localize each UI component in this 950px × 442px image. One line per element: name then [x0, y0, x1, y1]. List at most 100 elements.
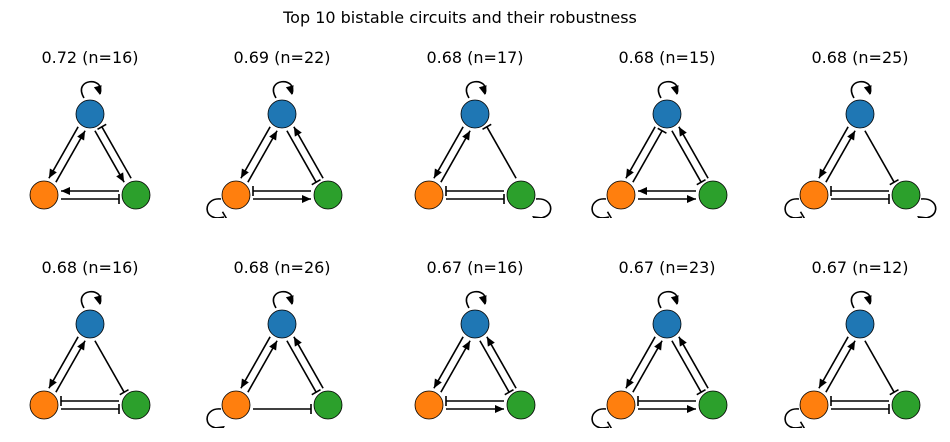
activation-arrowhead	[847, 340, 856, 351]
inhibition-bar	[696, 179, 706, 186]
activation-arrowhead	[863, 295, 872, 305]
figure-title: Top 10 bistable circuits and their robus…	[283, 8, 637, 27]
activation-edge	[94, 130, 125, 183]
orange-node	[414, 390, 444, 420]
inhibition-edge	[632, 130, 663, 183]
activation-arrowhead	[93, 85, 102, 95]
activation-arrowhead	[847, 130, 856, 141]
panel-score-label: 0.72 (n=16)	[41, 48, 139, 67]
activation-edge	[440, 340, 471, 393]
orange-node	[606, 390, 636, 420]
orange-node	[414, 180, 444, 210]
panel-score-label: 0.68 (n=26)	[233, 258, 331, 277]
activation-edge	[55, 130, 86, 183]
panel-score-label: 0.68 (n=25)	[811, 48, 909, 67]
circuit-panel-5: 0.68 (n=25)	[780, 48, 940, 218]
activation-arrowhead	[687, 195, 696, 203]
inhibition-bar	[119, 389, 129, 396]
activation-arrowhead	[61, 187, 70, 195]
circuit-panel-7: 0.68 (n=26)	[202, 258, 362, 428]
green-node	[891, 390, 921, 420]
activation-edge	[433, 336, 464, 389]
activation-edge	[486, 336, 517, 389]
inhibition-bar	[311, 389, 321, 396]
inhibition-bar	[482, 123, 492, 130]
activation-edge	[818, 336, 849, 389]
activation-arrowhead	[495, 405, 504, 413]
panel-score-label: 0.67 (n=23)	[618, 258, 716, 277]
inhibition-bar	[889, 179, 899, 186]
circuit-diagram	[784, 290, 921, 428]
panel-score-label: 0.68 (n=15)	[618, 48, 716, 67]
inhibition-bar	[606, 211, 613, 218]
activation-arrowhead	[678, 126, 687, 137]
orange-node	[799, 390, 829, 420]
inhibition-bar	[606, 421, 613, 428]
inhibition-bar	[799, 421, 806, 428]
self-activation-loop	[532, 198, 552, 218]
panel-score-label: 0.68 (n=16)	[41, 258, 139, 277]
circuit-panel-8: 0.67 (n=16)	[395, 258, 555, 428]
activation-arrowhead	[462, 340, 471, 351]
self-activation-loop	[206, 408, 225, 428]
activation-arrowhead	[93, 295, 102, 305]
activation-arrowhead	[240, 168, 249, 179]
activation-arrowhead	[240, 378, 249, 389]
inhibition-bar	[799, 211, 806, 218]
green-node	[506, 390, 536, 420]
activation-arrowhead	[654, 340, 663, 351]
activation-arrowhead	[917, 216, 927, 218]
blue-node	[652, 99, 682, 129]
inhibition-edge	[479, 340, 510, 393]
activation-edge	[293, 126, 324, 179]
inhibition-bar	[97, 123, 107, 130]
orange-node	[221, 390, 251, 420]
activation-edge	[818, 126, 849, 179]
activation-arrowhead	[687, 405, 696, 413]
activation-edge	[825, 130, 856, 183]
inhibition-edge	[94, 340, 125, 393]
green-node	[313, 180, 343, 210]
circuit-diagram	[414, 290, 536, 420]
activation-arrowhead	[48, 378, 57, 389]
self-activation-loop	[917, 198, 937, 218]
inhibition-bar	[889, 389, 899, 396]
inhibition-edge	[286, 340, 317, 393]
activation-arrowhead	[433, 378, 442, 389]
green-node	[698, 390, 728, 420]
green-node	[121, 390, 151, 420]
activation-arrowhead	[625, 378, 634, 389]
circuit-diagram	[591, 80, 728, 218]
activation-arrowhead	[433, 168, 442, 179]
inhibition-edge	[864, 130, 895, 183]
activation-arrowhead	[48, 168, 57, 179]
activation-edge	[240, 126, 271, 179]
activation-edge	[247, 340, 278, 393]
green-node	[698, 180, 728, 210]
green-node	[313, 390, 343, 420]
activation-arrowhead	[77, 130, 86, 141]
activation-arrowhead	[818, 168, 827, 179]
blue-node	[460, 99, 490, 129]
activation-arrowhead	[269, 340, 278, 351]
activation-arrowhead	[532, 216, 542, 218]
activation-arrowhead	[462, 130, 471, 141]
inhibition-bar	[696, 389, 706, 396]
blue-node	[460, 309, 490, 339]
inhibition-bar	[504, 389, 514, 396]
activation-arrowhead	[486, 336, 495, 347]
activation-edge	[433, 126, 464, 179]
activation-edge	[825, 340, 856, 393]
activation-edge	[632, 340, 663, 393]
blue-node	[267, 309, 297, 339]
circuit-diagram	[206, 290, 343, 428]
blue-node	[652, 309, 682, 339]
orange-node	[799, 180, 829, 210]
activation-edge	[55, 340, 86, 393]
activation-edge	[678, 336, 709, 389]
activation-arrowhead	[293, 336, 302, 347]
activation-arrowhead	[625, 168, 634, 179]
panel-score-label: 0.68 (n=17)	[426, 48, 524, 67]
panel-score-label: 0.67 (n=16)	[426, 258, 524, 277]
circuit-panel-3: 0.68 (n=17)	[395, 48, 555, 218]
